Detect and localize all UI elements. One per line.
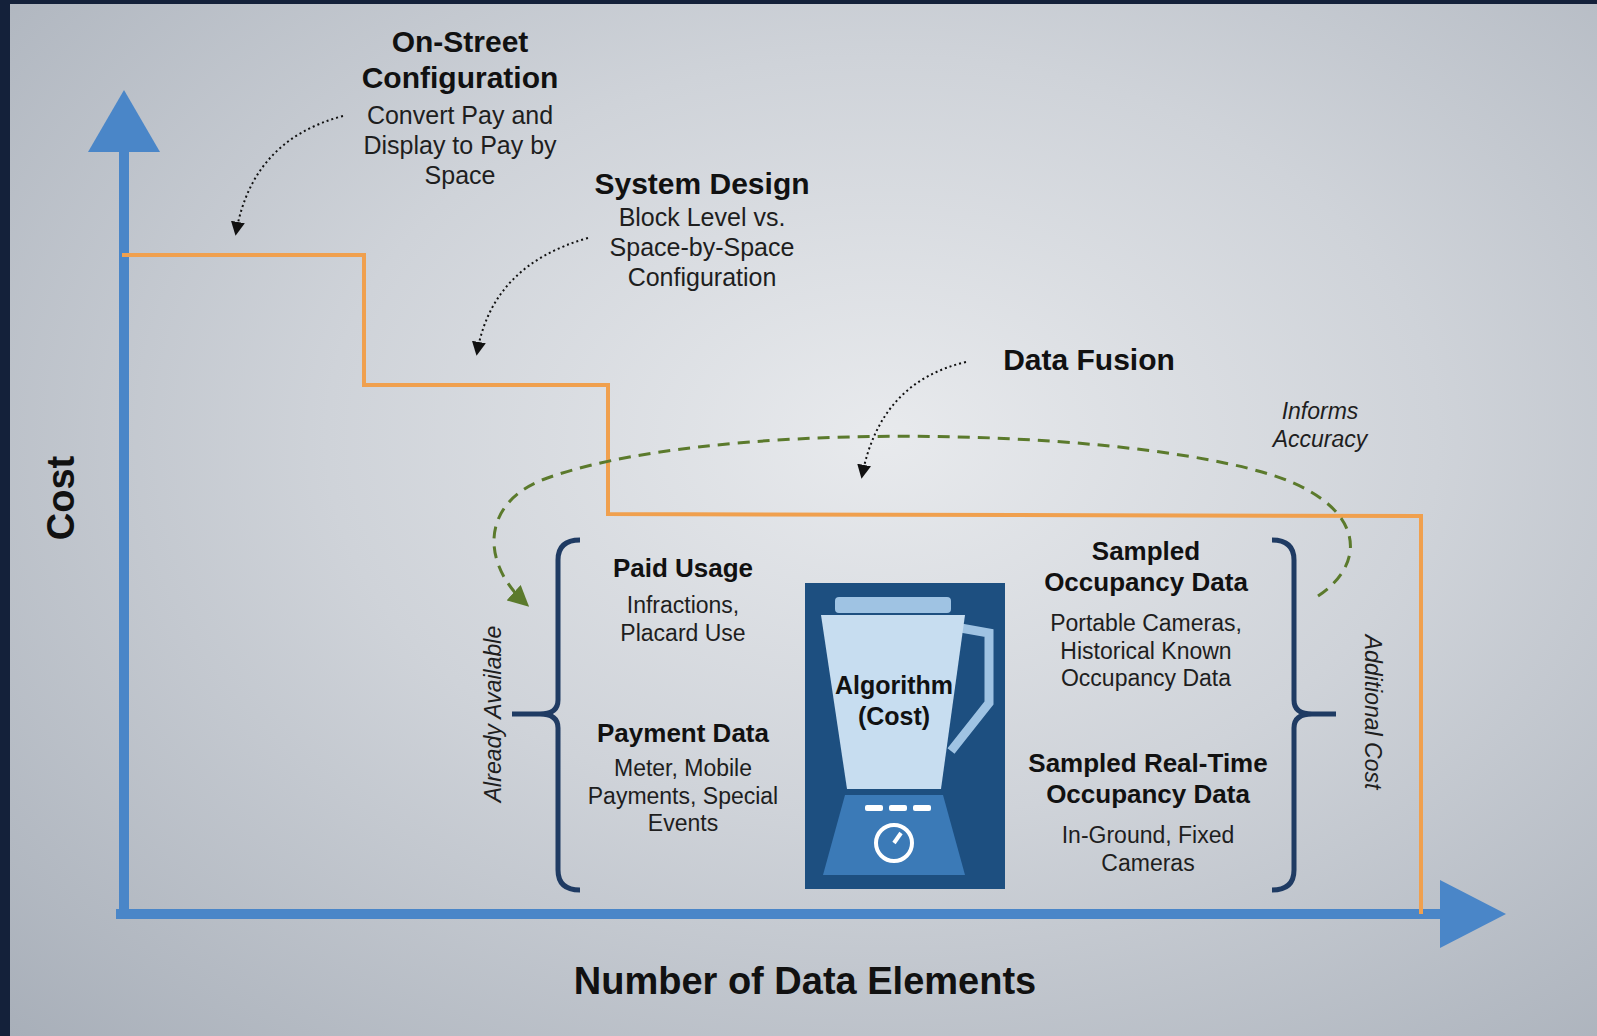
x-axis xyxy=(116,909,1446,919)
cost-staircase xyxy=(122,255,1421,914)
blender-box: Algorithm (Cost) xyxy=(805,583,1005,889)
blender-lid xyxy=(835,597,951,613)
blender-dial xyxy=(876,825,912,861)
step-description: Block Level vs. Space-by-Space Configura… xyxy=(580,202,825,292)
blender-base xyxy=(823,795,965,875)
node-text: Algorithm (Cost) xyxy=(815,670,973,733)
axis-title: Cost xyxy=(39,456,85,540)
y-axis-arrowhead xyxy=(88,90,160,152)
blender-button xyxy=(865,805,883,811)
blender-dial-pointer xyxy=(894,833,901,843)
data-heading: Sampled Occupancy Data xyxy=(1021,536,1271,598)
background-panel xyxy=(10,4,1597,1036)
step-description: Convert Pay and Display to Pay by Space xyxy=(338,100,583,190)
axis-title: Number of Data Elements xyxy=(574,959,1036,1005)
blender-button xyxy=(889,805,907,811)
data-heading: Paid Usage xyxy=(563,553,803,584)
callout-arrow xyxy=(862,362,966,476)
bracket-label: Already Available xyxy=(480,626,508,802)
data-description: Portable Cameras, Historical Known Occup… xyxy=(1021,610,1271,693)
step-heading: On-Street Configuration xyxy=(340,24,580,96)
blender-illustration xyxy=(805,583,1005,889)
data-heading: Payment Data xyxy=(563,718,803,749)
callout-arrow xyxy=(236,116,343,233)
data-heading: Sampled Real-Time Occupancy Data xyxy=(1017,748,1279,810)
y-axis xyxy=(119,148,129,918)
feedback-arc xyxy=(494,436,1350,604)
data-description: Infractions, Placard Use xyxy=(588,592,778,647)
arc-label: Informs Accuracy xyxy=(1245,398,1395,453)
step-heading: System Design xyxy=(567,166,837,202)
left-bracket xyxy=(512,540,580,890)
bracket-label: Additional Cost xyxy=(1358,635,1386,790)
callout-arrow xyxy=(477,238,588,353)
blender-button xyxy=(913,805,931,811)
data-description: Meter, Mobile Payments, Special Events xyxy=(571,755,796,838)
right-bracket xyxy=(1272,540,1336,890)
x-axis-arrowhead xyxy=(1440,880,1506,948)
data-description: In-Ground, Fixed Cameras xyxy=(1043,822,1253,877)
step-heading: Data Fusion xyxy=(959,342,1219,378)
